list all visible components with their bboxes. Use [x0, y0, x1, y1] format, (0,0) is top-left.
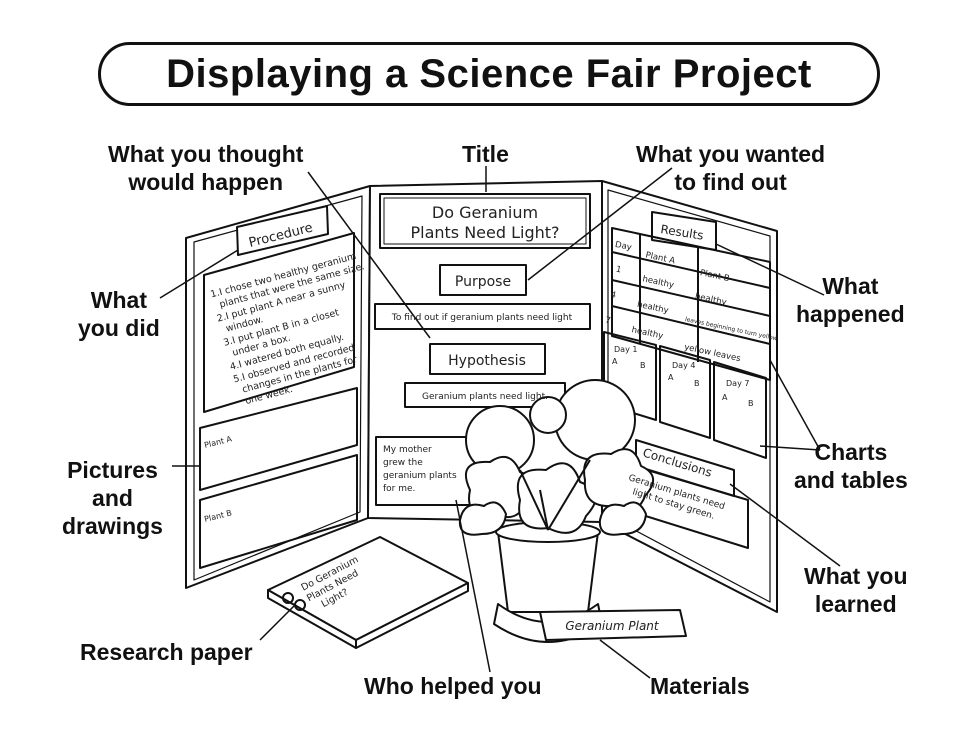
hypothesis-text: Geranium plants need light.: [422, 392, 548, 402]
geranium-plant: [458, 379, 654, 536]
mini-chart-2: [659, 345, 711, 439]
mini-day-7: Day 7: [726, 379, 749, 388]
board-title-line-2: Plants Need Light?: [410, 223, 559, 242]
label-what-you-wanted-line-2: to find out: [674, 169, 787, 195]
plant-tag-text: Geranium Plant: [565, 619, 660, 633]
mini-day-7-b: B: [748, 399, 754, 408]
helper-line-4: for me.: [383, 484, 415, 494]
flower-pot: [497, 531, 599, 613]
helper-line-1: My mother: [383, 445, 432, 455]
label-charts-line-2: and tables: [794, 467, 908, 493]
label-what-happened-line-1: What: [822, 273, 879, 299]
label-what-you-did-line-1: What: [90, 287, 147, 313]
label-what-you-did: What you did: [78, 286, 160, 342]
research-paper: [267, 536, 469, 641]
results-day-4: 4: [610, 290, 617, 301]
label-what-you-learned-line-2: learned: [814, 591, 897, 617]
hypothesis-tag: [429, 343, 546, 375]
label-pictures-line-2: and: [92, 485, 133, 511]
plant-a-drawing-box: [199, 387, 358, 491]
label-title: Title: [462, 141, 509, 167]
results-header: Results: [660, 222, 705, 243]
helper-line-3: geranium plants: [383, 471, 457, 481]
label-charts-line-1: Charts: [814, 439, 888, 465]
mini-chart-3: [713, 361, 767, 459]
label-materials: Materials: [650, 673, 750, 699]
procedure-box: [203, 232, 355, 413]
label-what-you-thought-line-2: would happen: [128, 169, 284, 195]
page-title: Displaying a Science Fair Project: [98, 42, 880, 106]
results-day-1: 1: [615, 265, 622, 276]
label-what-you-thought-line-1: What you thought: [108, 141, 304, 167]
label-charts: Charts and tables: [794, 438, 908, 494]
purpose-header: Purpose: [455, 274, 511, 290]
label-what-you-thought: What you thought would happen: [108, 140, 303, 196]
procedure-tag: [236, 205, 329, 256]
label-what-you-wanted: What you wanted to find out: [636, 140, 825, 196]
label-what-you-learned: What you learned: [804, 562, 908, 618]
label-what-happened: What happened: [796, 272, 905, 328]
label-research-paper: Research paper: [80, 639, 253, 665]
plant-tag: [539, 609, 687, 641]
plant-b-drawing-box: [199, 454, 358, 569]
mini-day-1: Day 1: [614, 345, 637, 354]
mini-day-7-a: A: [722, 393, 728, 402]
mini-day-4-a: A: [668, 373, 674, 382]
mini-day-4-b: B: [694, 379, 700, 388]
board-title-line-1: Do Geranium: [432, 203, 538, 222]
label-what-you-did-line-2: you did: [78, 315, 160, 341]
purpose-tag: [439, 264, 527, 296]
purpose-text: To find out if geranium plants need ligh…: [391, 313, 573, 323]
label-what-you-learned-line-1: What you: [804, 563, 908, 589]
label-pictures-line-1: Pictures: [67, 457, 158, 483]
results-col-day: Day: [614, 240, 633, 253]
label-what-happened-line-2: happened: [796, 301, 905, 327]
label-what-you-wanted-line-1: What you wanted: [636, 141, 826, 167]
label-pictures-line-3: drawings: [62, 513, 163, 539]
results-day-7: 7: [604, 315, 611, 326]
hypothesis-header: Hypothesis: [448, 353, 526, 369]
title-text: Displaying a Science Fair Project: [166, 51, 812, 96]
label-pictures: Pictures and drawings: [62, 456, 163, 540]
purpose-text-box: [374, 303, 591, 330]
mini-day-1-b: B: [640, 361, 646, 370]
helper-line-2: grew the: [383, 458, 423, 468]
board-title-box: [379, 193, 591, 249]
label-who-helped: Who helped you: [364, 673, 542, 699]
results-table: [611, 227, 771, 381]
mini-day-4: Day 4: [672, 361, 695, 370]
mini-day-1-a: A: [612, 357, 618, 366]
